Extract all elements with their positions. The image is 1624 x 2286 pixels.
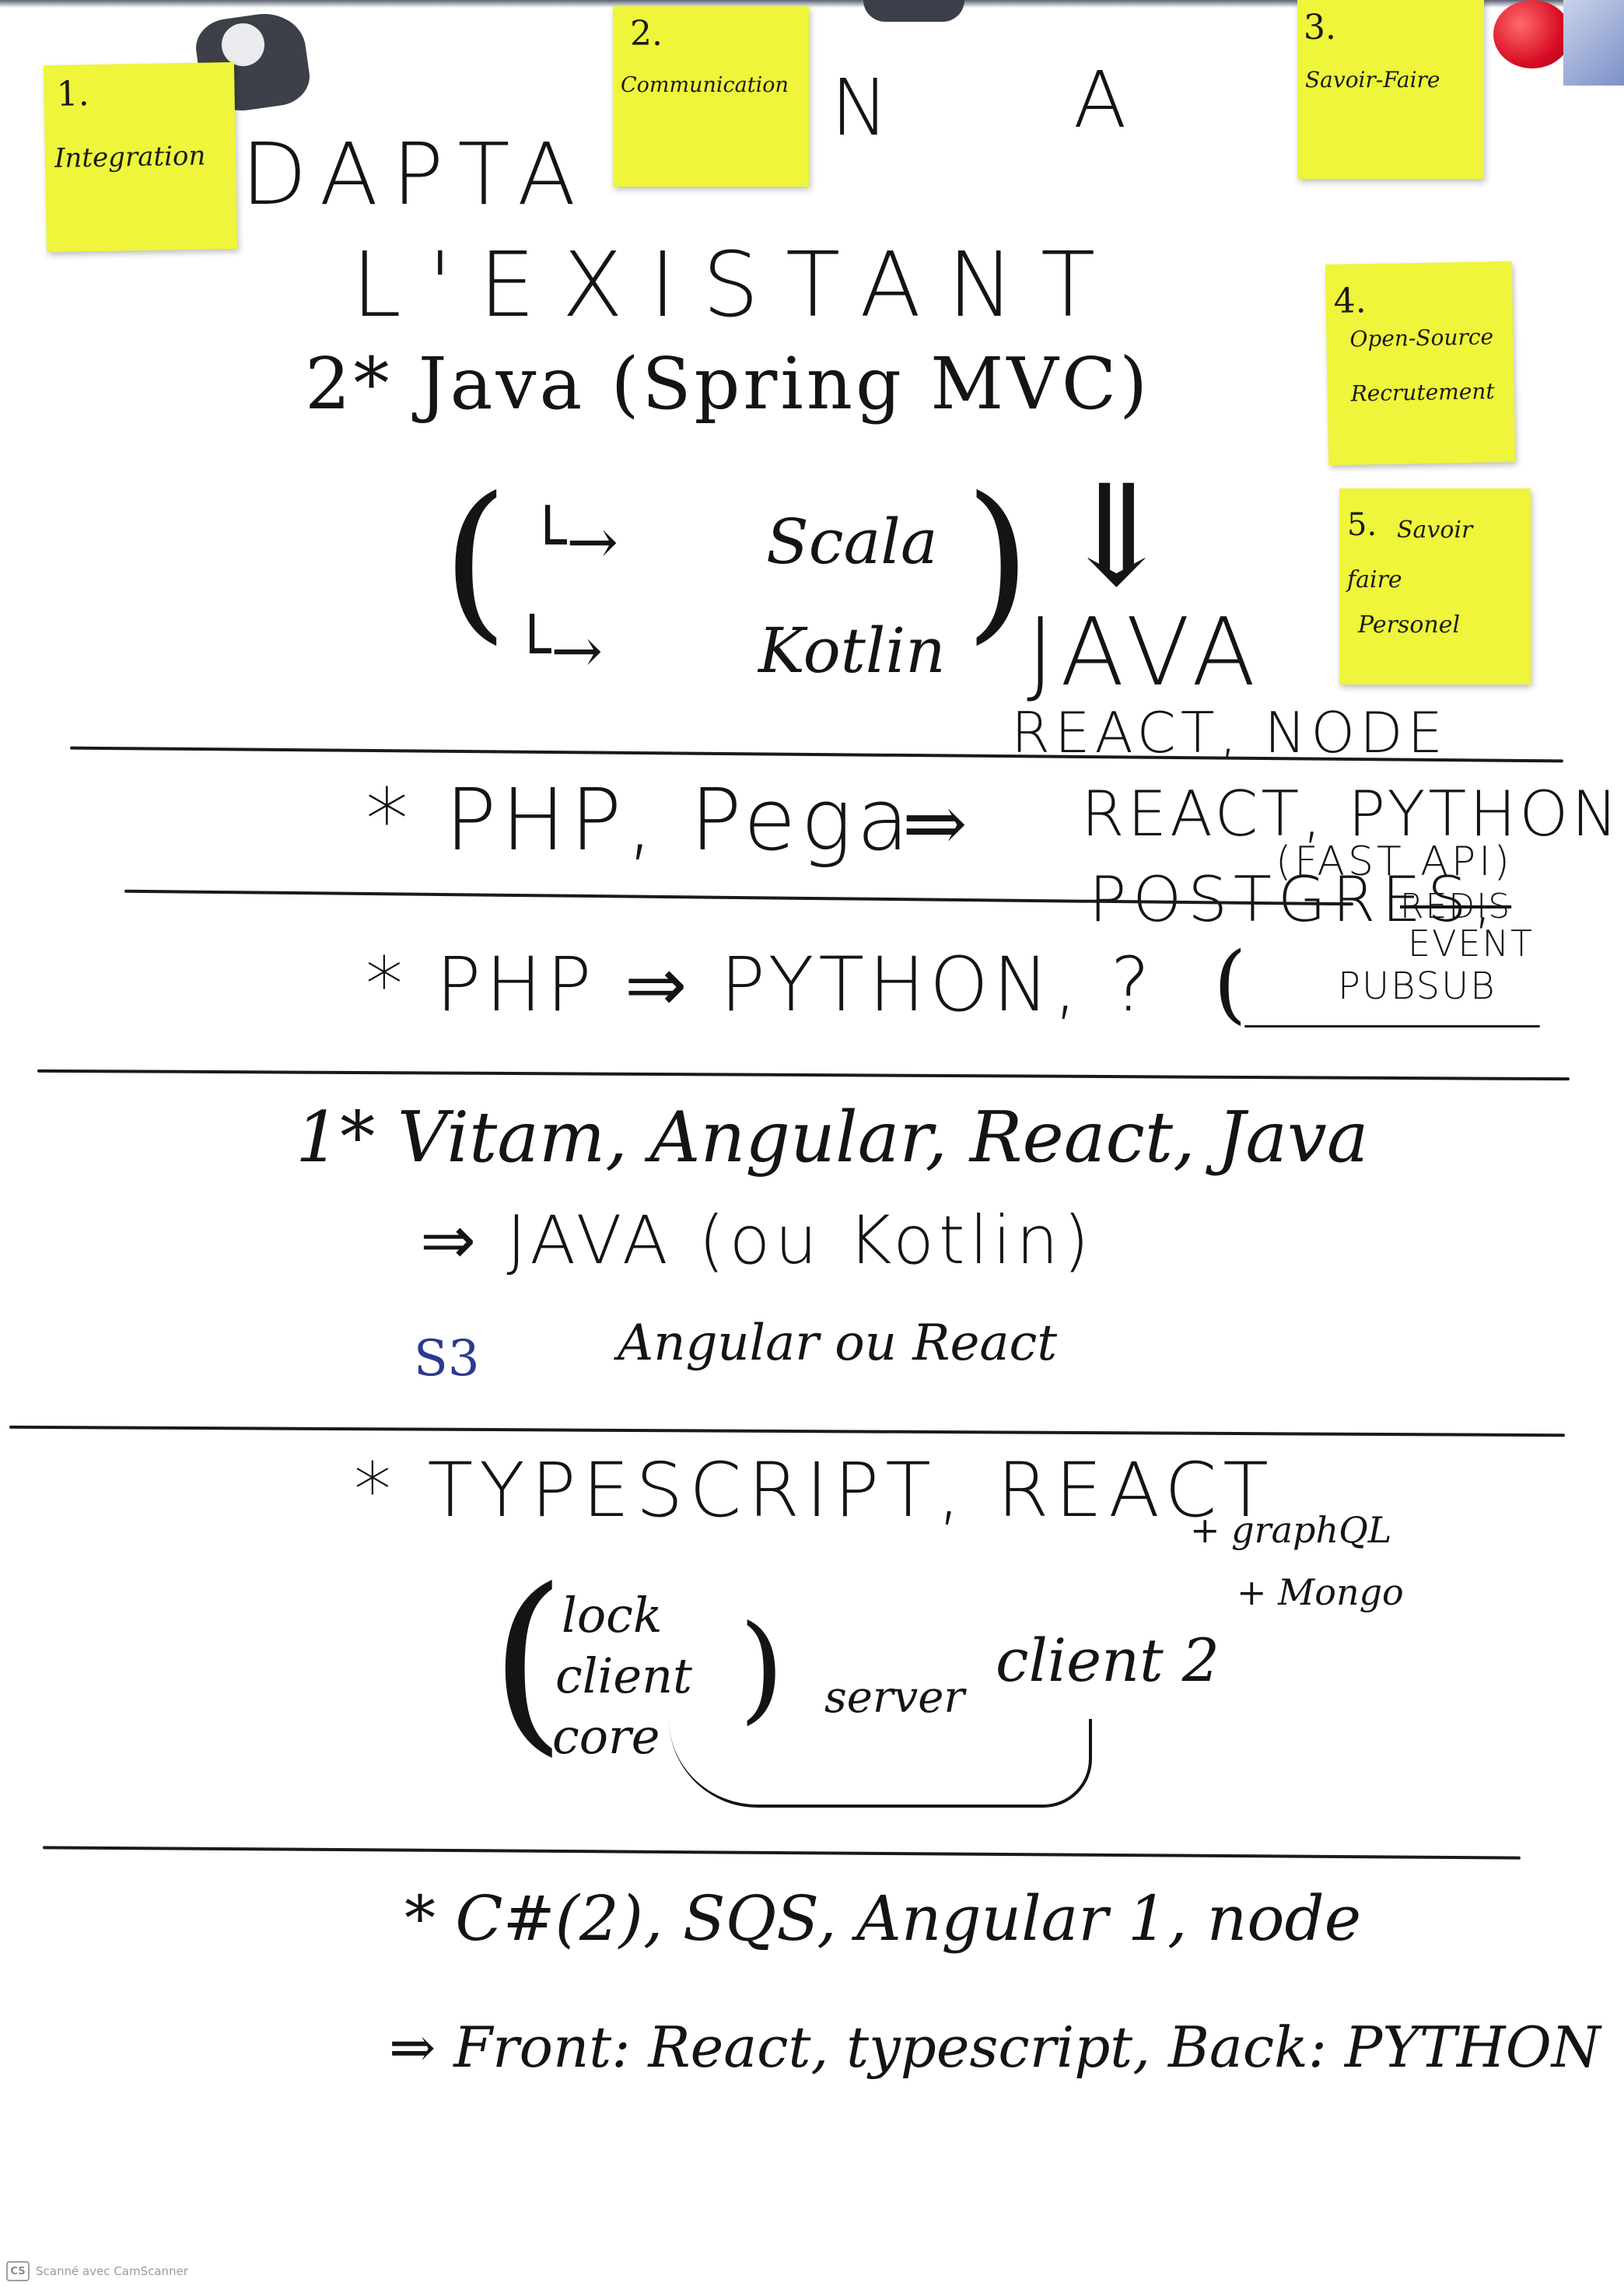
divider-4: [9, 1425, 1565, 1437]
section2-php-pega: * PHP, Pega: [366, 770, 914, 870]
section5-server: server: [824, 1672, 965, 1723]
section2-pubsub: PUBSUB: [1338, 964, 1496, 1008]
sticky-number: 3.: [1304, 8, 1336, 47]
section2-fastapi: (FAST API): [1276, 838, 1513, 885]
section4-note: Angular ou React: [618, 1315, 1058, 1372]
section5-lock: lock: [562, 1587, 663, 1644]
section1-kotlin: Kotlin: [758, 614, 946, 687]
sticky-note-savoir-faire: 3. Savoir-Faire: [1297, 0, 1484, 179]
sticky-note-open-source: 4. Open-Source Recrutement: [1325, 261, 1516, 466]
section2-postgres: POSTGRES,: [1089, 863, 1500, 936]
section1-arrow-kotlin: └→: [513, 614, 604, 687]
sticky-note-integration: 1. Integration: [43, 61, 238, 253]
sticky-note-savoir-faire-personel: 5. Savoir faire Personel: [1339, 488, 1531, 684]
title-dapta: DAPTA: [241, 124, 590, 224]
section1-arrow-scala: └→: [529, 506, 619, 578]
section1-paren-open: (: [442, 460, 509, 660]
sticky-label-line3: Personel: [1358, 611, 1461, 639]
divider-5: [43, 1846, 1521, 1860]
section1-scala: Scala: [766, 506, 938, 578]
section5-typescript-react: * TYPESCRIPT, REACT: [354, 1447, 1275, 1534]
sticky-number: 5.: [1347, 507, 1377, 543]
section4-s3: S3: [414, 1330, 480, 1388]
section5-paren: (: [490, 1547, 566, 1773]
section2-arrow: ⇒: [902, 778, 968, 869]
section2-event: EVENT: [1408, 922, 1535, 964]
sticky-label: Communication: [621, 73, 789, 97]
sticky-label-line1: Savoir: [1397, 516, 1473, 544]
section4-technologies: 1* Vitam, Angular, React, Java: [296, 1097, 1369, 1178]
top-edge-shadow: [0, 0, 1624, 8]
sticky-label: Integration: [54, 140, 206, 174]
section1-down-arrow: ⇓: [1058, 455, 1175, 618]
section2-react-python: REACT, PYTHON: [1081, 778, 1622, 850]
red-pin: [1493, 0, 1571, 68]
section5-client: client: [555, 1647, 692, 1704]
section4-result: ⇒ JAVA (ou Kotlin): [420, 1202, 1094, 1280]
title-a: A: [1073, 54, 1141, 145]
section1-result-java: JAVA: [1027, 599, 1264, 707]
section5-core: core: [552, 1708, 660, 1765]
sticky-number: 2.: [630, 14, 663, 54]
section5-mongo: + Mongo: [1237, 1571, 1404, 1613]
title-existant: L'EXISTANT: [352, 233, 1122, 338]
camscanner-watermark: CS Scanné avec CamScanner: [6, 2261, 188, 2281]
magnet-clip-highlight: [222, 23, 264, 66]
bracket-underline: [1244, 1025, 1540, 1027]
section1-java: 2* Java (Spring MVC): [305, 342, 1151, 425]
sticky-label-line1: Open-Source: [1349, 324, 1494, 352]
section2-redis-struck: REDIS: [1400, 887, 1512, 926]
camscanner-icon: CS: [6, 2261, 30, 2281]
section6-technologies: * C#(2), SQS, Angular 1, node: [404, 1882, 1362, 1955]
section5-client2: client 2: [996, 1626, 1220, 1695]
divider-3: [37, 1069, 1570, 1081]
section6-result: ⇒ Front: React, typescript, Back: PYTHON: [389, 2015, 1601, 2080]
sticky-label-line2: faire: [1347, 566, 1402, 593]
section5-graphql: + graphQL: [1190, 1509, 1392, 1551]
title-n: N: [831, 62, 903, 153]
sticky-number: 1.: [56, 74, 89, 114]
camscanner-text: Scanné avec CamScanner: [36, 2264, 188, 2278]
section5-curve-arrow: [669, 1719, 1092, 1808]
sticky-note-communication: 2. Communication: [613, 6, 809, 187]
blue-corner-decoration: [1563, 0, 1624, 86]
section3-php-python: * PHP ⇒ PYTHON, ?: [366, 941, 1155, 1028]
sticky-label: Savoir-Faire: [1305, 67, 1440, 93]
magnet-top: [863, 0, 964, 22]
section3-bracket: (: [1213, 933, 1247, 1033]
section1-paren-close: ): [964, 460, 1031, 660]
sticky-label-line2: Recrutement: [1350, 378, 1495, 407]
section5-brace: ): [739, 1601, 785, 1736]
sticky-number: 4.: [1333, 281, 1367, 321]
